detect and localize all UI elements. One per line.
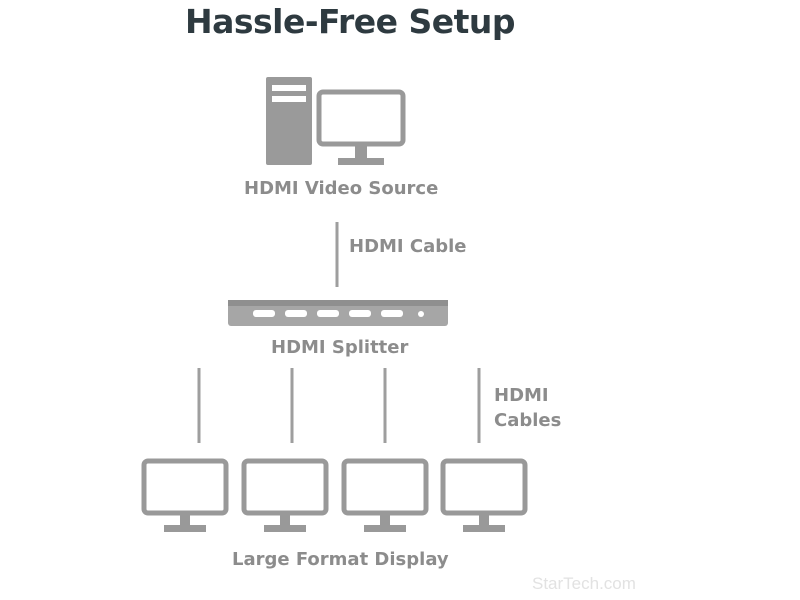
splitter-port — [253, 310, 275, 317]
display-monitor-icon — [341, 458, 429, 532]
splitter-port — [285, 310, 307, 317]
hdmi-splitter-icon — [228, 300, 448, 326]
hdmi-cables-label-line1: HDMI — [494, 385, 549, 406]
splitter-power-led — [418, 311, 424, 317]
hdmi-video-source-label: HDMI Video Source — [244, 178, 439, 199]
display-monitor-icon — [440, 458, 528, 532]
hdmi-splitter-label: HDMI Splitter — [271, 337, 409, 358]
display-monitor-icon — [141, 458, 229, 532]
large-format-display-label: Large Format Display — [232, 549, 449, 570]
video-source-group — [266, 77, 406, 165]
desktop-tower-icon — [266, 77, 312, 165]
startech-watermark: StarTech.com — [532, 574, 636, 593]
splitter-port — [349, 310, 371, 317]
splitter-port — [381, 310, 403, 317]
page-title: Hassle-Free Setup — [184, 2, 516, 41]
hdmi-cables-label-line2: Cables — [494, 410, 562, 431]
hdmi-cable-label: HDMI Cable — [349, 236, 467, 257]
output-cables-group — [197, 368, 481, 443]
display-monitor-icon — [241, 458, 329, 532]
splitter-port — [317, 310, 339, 317]
displays-group — [141, 458, 528, 532]
source-monitor-icon — [316, 89, 406, 165]
